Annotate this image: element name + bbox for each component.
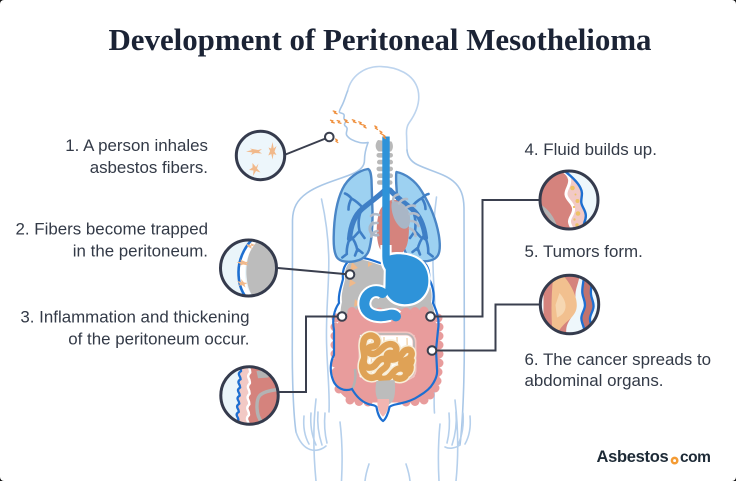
svg-text:Development of Peritoneal Meso: Development of Peritoneal Mesothelioma: [108, 22, 651, 57]
svg-text:3. Inflammation and thickening: 3. Inflammation and thickening: [20, 308, 249, 327]
svg-text:Asbestos: Asbestos: [597, 448, 669, 466]
svg-text:asbestos fibers.: asbestos fibers.: [90, 158, 208, 177]
svg-text:6. The cancer spreads to: 6. The cancer spreads to: [525, 350, 712, 369]
svg-text:4. Fluid builds up.: 4. Fluid builds up.: [525, 140, 657, 159]
svg-text:abdominal organs.: abdominal organs.: [525, 371, 664, 390]
svg-text:of the peritoneum occur.: of the peritoneum occur.: [68, 330, 249, 349]
svg-text:1. A person inhales: 1. A person inhales: [65, 136, 208, 155]
svg-text:2. Fibers become trapped: 2. Fibers become trapped: [16, 220, 208, 239]
svg-text:in the peritoneum.: in the peritoneum.: [73, 242, 208, 261]
svg-text:com: com: [680, 449, 710, 466]
svg-text:5. Tumors form.: 5. Tumors form.: [525, 242, 643, 261]
